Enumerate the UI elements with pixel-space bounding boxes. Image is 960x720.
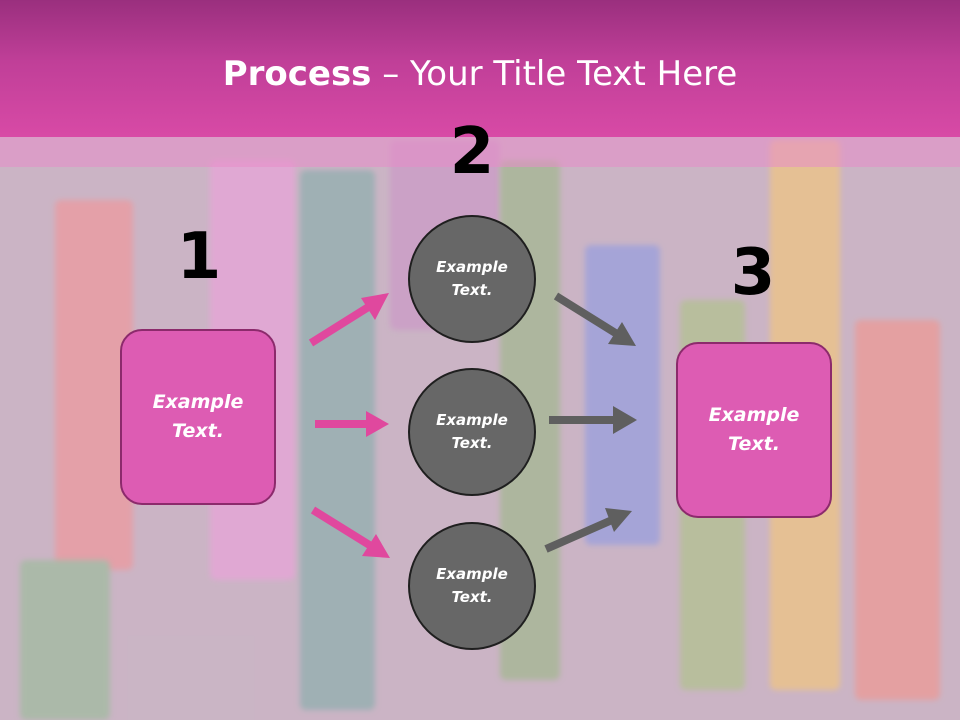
gray-arrow-down [553,292,636,346]
step-number-1: 1 [176,220,222,294]
circle-bottom-line1: Example [436,565,508,583]
circle-top-line1: Example [436,258,508,276]
title-band [0,0,960,137]
circle-bottom-line2: Text. [451,588,493,606]
title-band-strip [0,137,960,167]
right-box-line2: Text. [728,433,780,455]
circle-middle-line1: Example [436,411,508,429]
right-box-line1: Example [708,404,800,426]
circle-top-line2: Text. [451,281,493,299]
pink-arrow-up [308,293,389,347]
title-bold-part: Process [222,54,372,94]
gray-arrow-right [549,406,637,434]
pink-arrow-right [315,411,389,437]
step-number-2: 2 [449,115,495,189]
left-box-line2: Text. [172,420,224,442]
gray-arrow-up [544,508,632,553]
circle-middle-line2: Text. [451,434,493,452]
left-box-line1: Example [152,391,244,413]
slide-title: Process – Your Title Text Here [0,52,960,96]
step-number-3: 3 [730,236,776,310]
title-rest: – Your Title Text Here [371,54,738,94]
pink-arrow-down [310,506,390,558]
